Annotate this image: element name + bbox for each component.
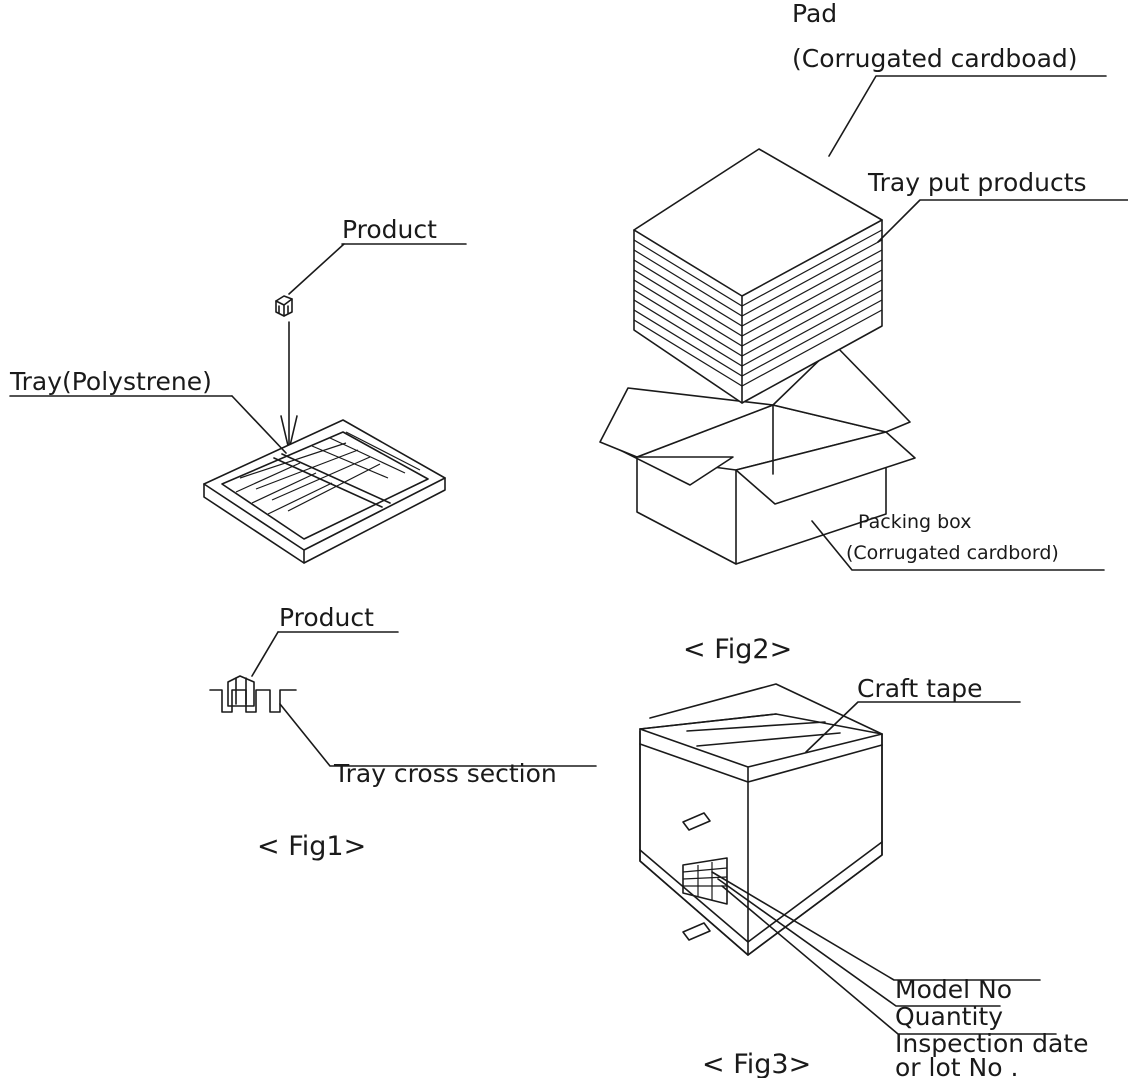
product-label: Product <box>342 215 437 244</box>
box-leader <box>811 520 1105 571</box>
fig1-caption: < Fig1> <box>257 831 366 862</box>
quantity-leader <box>717 878 1001 1007</box>
cross-section-label: Tray cross section <box>333 759 557 788</box>
box-info-label <box>682 857 728 905</box>
packing-box-drawing <box>599 344 916 565</box>
lot-label: or lot No . <box>895 1053 1018 1078</box>
quantity-label: Quantity <box>895 1002 1003 1031</box>
tray-label: Tray(Polystrene) <box>9 367 212 396</box>
tray-stack-leader <box>877 199 1128 243</box>
fig2-caption: < Fig2> <box>683 634 792 665</box>
tray-leader <box>231 395 287 454</box>
tray-cross-section-drawing <box>209 675 297 713</box>
box-label-line1: Packing box <box>858 511 971 533</box>
box-label-line2: (Corrugated cardbord) <box>846 542 1059 564</box>
tape-leader <box>805 701 1021 753</box>
pad-label-line1: Pad <box>792 0 837 28</box>
inspection-leader <box>721 885 1057 1035</box>
sealed-box-drawing <box>639 683 883 956</box>
fig1: Product Tray(Polystrene) Product Tray cr <box>9 215 597 862</box>
section-product-label: Product <box>279 603 374 632</box>
section-product-leader <box>251 631 279 677</box>
model-leader <box>711 871 1041 981</box>
fig2: Pad (Corrugated cardboad) Tray put produ… <box>599 0 1128 665</box>
product-leader <box>288 243 345 295</box>
fig3-caption: < Fig3> <box>702 1049 811 1078</box>
tray-drawing <box>203 419 446 564</box>
fig3: Craft tape Model No Quantity Inspection … <box>639 674 1088 1082</box>
pad-label-line2: (Corrugated cardboad) <box>792 44 1078 73</box>
tray-stack-drawing <box>633 148 883 404</box>
cross-section-leader <box>279 703 597 767</box>
tape-label: Craft tape <box>857 674 983 703</box>
product-drawing <box>275 295 293 317</box>
tray-stack-label: Tray put products <box>867 168 1087 197</box>
pad-leader <box>828 75 1107 157</box>
